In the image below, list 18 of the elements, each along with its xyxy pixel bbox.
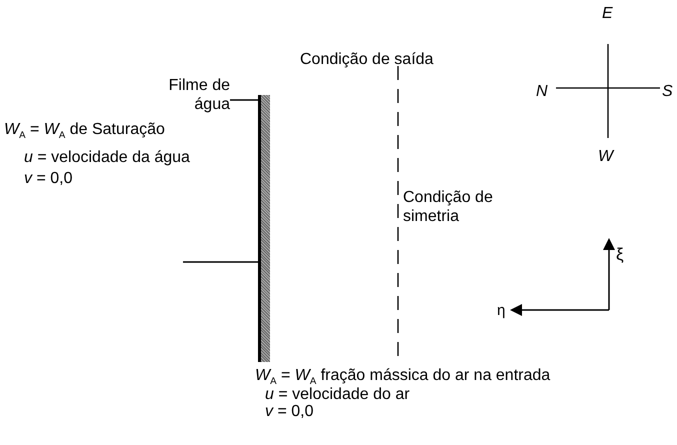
leader-line bbox=[230, 99, 258, 101]
boundary-condition: u = velocidade da água bbox=[24, 148, 191, 167]
compass-letter: S bbox=[662, 82, 673, 102]
axis-label: ξ bbox=[616, 245, 624, 266]
compass-letter: N bbox=[536, 82, 548, 102]
compass-letter: W bbox=[598, 147, 614, 166]
film-label: Filme de água bbox=[168, 76, 230, 114]
boundary-condition: v = 0,0 bbox=[24, 168, 74, 188]
water-film-bar bbox=[258, 95, 270, 362]
inlet-condition: u = velocidade do ar bbox=[265, 387, 411, 404]
condition-label: Condição de simetria bbox=[403, 188, 494, 226]
compass-letter: E bbox=[602, 4, 613, 24]
inlet-condition: v = 0,0 bbox=[265, 404, 314, 421]
axis-label: η bbox=[497, 302, 506, 320]
leader-line bbox=[183, 261, 258, 263]
condition-label: Condição de saída bbox=[300, 50, 434, 70]
boundary-condition: W$_{A}$ = W$_{A}$ de Saturação bbox=[4, 120, 166, 142]
inlet-condition: W$_{A}$ = W$_{A}$ fração mássica do ar na entrada bbox=[255, 368, 550, 388]
